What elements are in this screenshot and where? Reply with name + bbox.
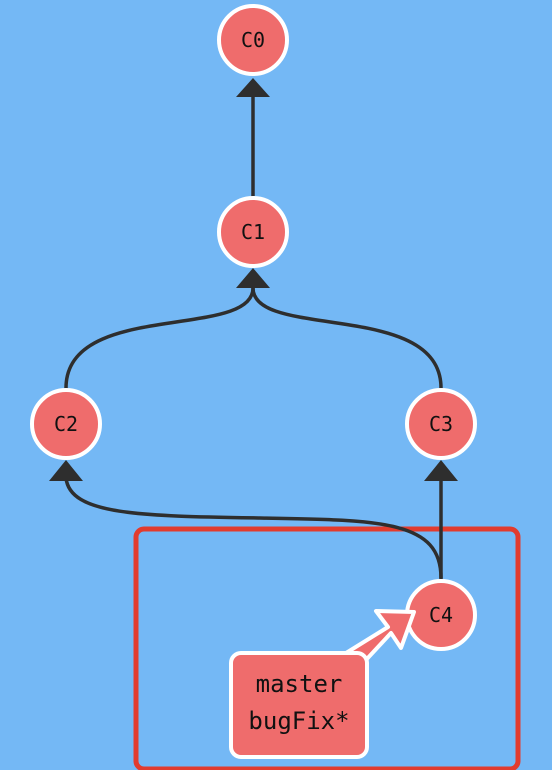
commit-c2[interactable]: C2 xyxy=(30,388,102,460)
commit-c0[interactable]: C0 xyxy=(217,4,289,76)
edge-arrowheads xyxy=(49,78,458,481)
commit-edges xyxy=(64,94,443,580)
commit-node[interactable] xyxy=(217,196,289,268)
commit-node[interactable] xyxy=(217,4,289,76)
edge-c3-c1 xyxy=(251,286,443,390)
highlight-box xyxy=(133,526,521,770)
edge-c2-c1 xyxy=(64,286,255,390)
branch-label-bugfix: bugFix* xyxy=(248,707,349,735)
commit-label: C3 xyxy=(429,412,453,436)
commit-label: C1 xyxy=(241,220,265,244)
commit-node[interactable] xyxy=(30,388,102,460)
commit-label: C2 xyxy=(54,412,78,436)
branch-label-master: master xyxy=(256,670,343,698)
arrowhead-c1 xyxy=(236,268,270,288)
commit-label: C4 xyxy=(429,603,453,627)
edge-c4-c2 xyxy=(64,476,443,580)
branch-tag[interactable]: master bugFix* xyxy=(229,651,369,759)
branch-tag-box[interactable] xyxy=(229,651,369,759)
commit-c3[interactable]: C3 xyxy=(405,388,477,460)
commit-c4[interactable]: C4 xyxy=(405,579,477,651)
arrowhead-c0 xyxy=(236,78,270,97)
commit-node[interactable] xyxy=(405,388,477,460)
commit-c1[interactable]: C1 xyxy=(217,196,289,268)
arrowhead-c2 xyxy=(49,460,83,481)
commit-label: C0 xyxy=(241,28,265,52)
arrowhead-c3 xyxy=(424,460,458,481)
